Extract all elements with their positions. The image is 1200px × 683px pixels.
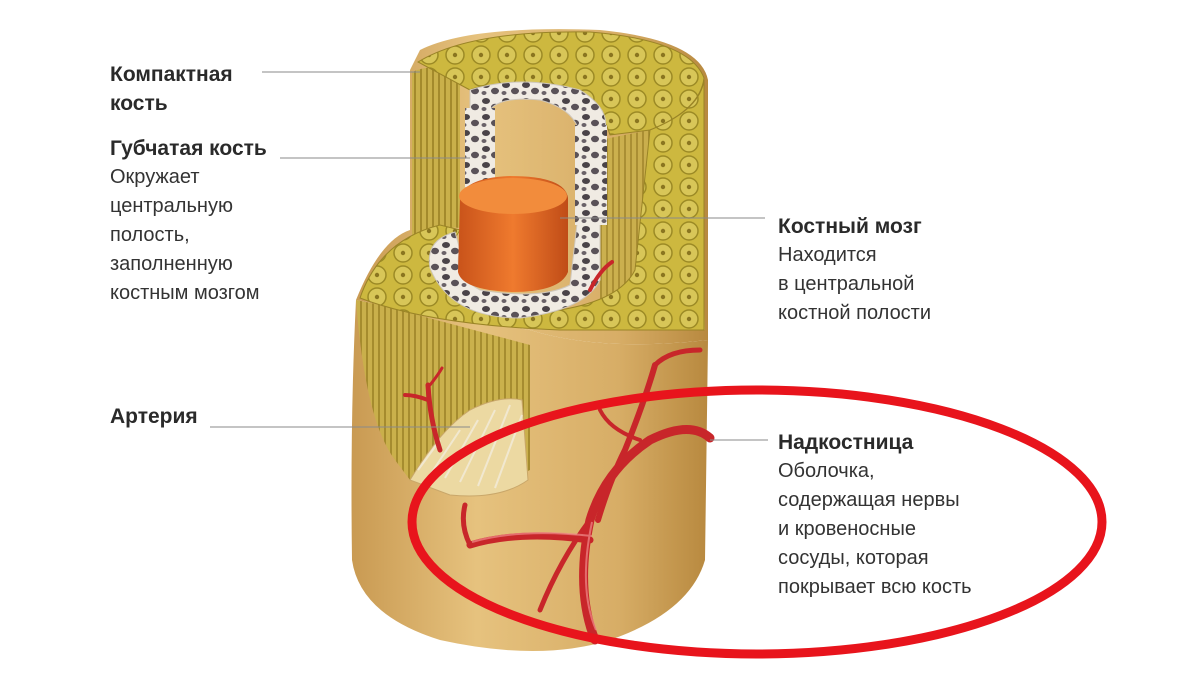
label-marrow-line: в центральной (778, 273, 915, 295)
label-artery-title: Артерия (110, 405, 198, 428)
label-spongy-bone: Губчатая кость Окружает центральную поло… (110, 134, 290, 308)
label-periosteum-line: сосуды, которая (778, 547, 929, 569)
label-periosteum-title: Надкостница (778, 431, 914, 454)
label-spongy-line: заполненную (110, 253, 233, 275)
label-artery: Артерия (110, 402, 198, 431)
label-periosteum-line: содержащая нервы (778, 489, 960, 511)
label-spongy-line: полость, (110, 224, 190, 246)
label-spongy-title: Губчатая кость (110, 137, 267, 160)
label-periosteum-line: покрывает всю кость (778, 576, 972, 598)
label-periosteum: Надкостница Оболочка, содержащая нервы и… (778, 428, 1018, 602)
compact-bone-section (412, 67, 460, 240)
label-marrow-title: Костный мозг (778, 215, 922, 238)
label-spongy-line: Окружает (110, 166, 200, 188)
label-spongy-line: костным мозгом (110, 282, 260, 304)
artery-vessels (403, 260, 715, 645)
label-compact-bone: Компактная кость (110, 60, 290, 118)
label-bone-marrow: Костный мозг Находится в центральной кос… (778, 212, 1018, 328)
label-periosteum-line: и кровеносные (778, 518, 916, 540)
label-compact-title: Компактная кость (110, 63, 233, 115)
label-spongy-line: центральную (110, 195, 233, 217)
label-marrow-line: костной полости (778, 302, 932, 324)
highlight-ellipse (407, 385, 1107, 659)
leader-lines (210, 71, 768, 441)
label-marrow-line: Находится (778, 244, 877, 266)
label-periosteum-line: Оболочка, (778, 460, 875, 482)
